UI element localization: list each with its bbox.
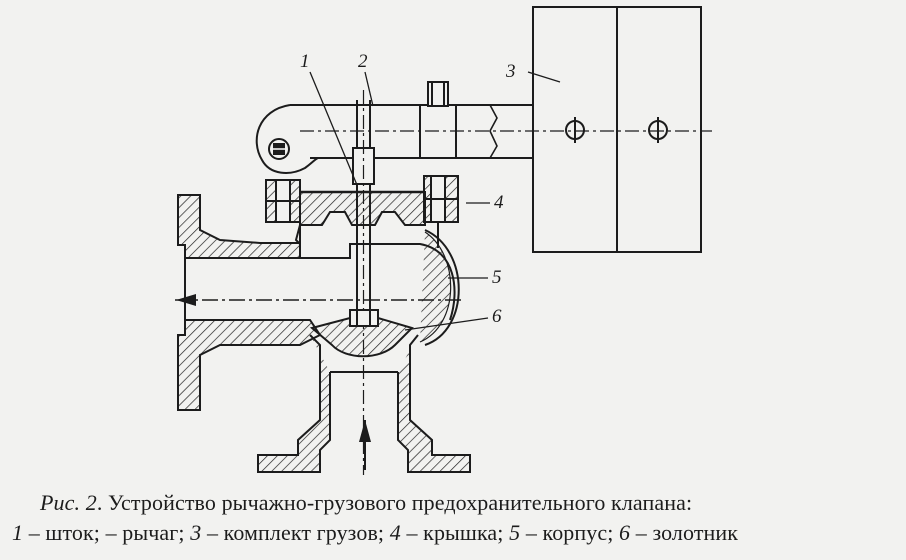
weight-set bbox=[532, 6, 702, 253]
leader-lines bbox=[309, 71, 561, 331]
legend-num: 6 bbox=[619, 520, 631, 545]
legend-text: – комплект грузов; bbox=[201, 520, 390, 545]
caption-legend: 1 – шток; – рычаг; 3 – комплект грузов; … bbox=[12, 518, 904, 548]
stem bbox=[352, 90, 375, 475]
legend-text: – крышка; bbox=[400, 520, 510, 545]
callout-4: 4 bbox=[494, 192, 504, 213]
valve-body bbox=[177, 194, 471, 473]
caption-title: . Устройство рычажно-грузового предохран… bbox=[96, 490, 693, 515]
legend-text: – рычаг; bbox=[105, 520, 191, 545]
figure-caption: Рис. 2. Устройство рычажно-грузового пре… bbox=[12, 488, 904, 548]
callout-1: 1 bbox=[300, 51, 310, 72]
legend-text: – золотник bbox=[630, 520, 739, 545]
legend-num: 5 bbox=[509, 520, 521, 545]
figure-label: Рис. 2 bbox=[40, 490, 97, 515]
nut-icon bbox=[423, 175, 459, 223]
callout-6: 6 bbox=[492, 306, 502, 327]
callout-2: 2 bbox=[358, 51, 368, 72]
valve-diagram: 1 2 3 4 5 6 bbox=[175, 6, 712, 475]
legend-num: 1 bbox=[12, 520, 24, 545]
legend-num: 4 bbox=[389, 520, 401, 545]
pivot-pin-icon bbox=[268, 138, 290, 160]
spool bbox=[309, 309, 414, 358]
callout-3: 3 bbox=[505, 61, 516, 82]
cover bbox=[265, 175, 459, 248]
weight-mark-icon bbox=[565, 117, 585, 143]
callout-5: 5 bbox=[492, 267, 502, 288]
legend-text: – шток; bbox=[23, 520, 106, 545]
nut-icon bbox=[265, 179, 301, 223]
outlet-flow-arrow-icon bbox=[175, 294, 462, 306]
legend-num: 3 bbox=[190, 520, 202, 545]
inlet-flow-arrow-icon bbox=[359, 420, 371, 470]
legend-text: – корпус; bbox=[520, 520, 620, 545]
weight-mark-icon bbox=[648, 117, 668, 143]
caption-title-line: Рис. 2. Устройство рычажно-грузового пре… bbox=[12, 488, 904, 518]
lever bbox=[255, 81, 712, 174]
